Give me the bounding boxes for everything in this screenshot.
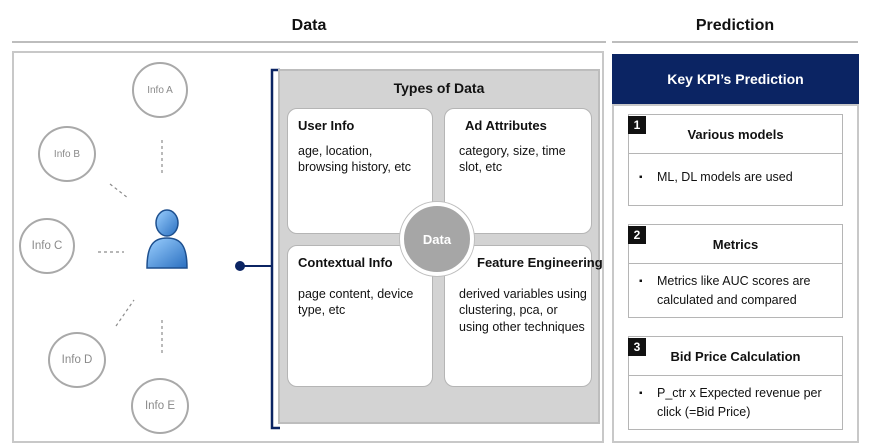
info-d-label: Info D [61,354,93,366]
quadrant-user-info-body: age, location, browsing history, etc [298,143,412,175]
kpi-card-3-title: Bid Price Calculation [629,337,842,376]
kpi-header: Key KPI’s Prediction [612,54,859,104]
connector-info-d [115,299,135,327]
quadrant-contextual-info: Contextual Info page content, device typ… [287,245,433,387]
quadrant-contextual-info-title: Contextual Info [298,255,393,270]
quadrant-feature-engineering-body: derived variables using clustering, pca,… [459,286,587,335]
kpi-card-1-text: ML, DL models are used [657,170,793,184]
info-a-label: Info A [147,84,173,96]
info-b-circle: Info B [38,126,96,182]
bullet-icon: ▪ [639,388,643,399]
types-of-data-title: Types of Data [393,80,485,96]
kpi-card-2-text: Metrics like AUC scores are calculated a… [657,274,811,308]
quadrant-feature-engineering: Feature Engineering derived variables us… [444,245,603,387]
bullet-icon: ▪ [639,276,643,287]
kpi-card-3-text: P_ctr x Expected revenue per click (=Bid… [657,386,822,420]
info-a-circle: Info A [132,62,188,118]
data-center-label: Data [422,231,452,247]
kpi-card-2-number: 2 [628,226,646,244]
kpi-card-various-models: Various models ▪ ML, DL models are used [628,114,843,206]
quadrant-ad-attributes-title: Ad Attributes [465,118,547,133]
connector-info-b [109,183,129,199]
info-c-label: Info C [31,240,63,252]
bullet-icon: ▪ [639,172,643,183]
info-d-circle: Info D [48,332,106,388]
info-e-circle: Info E [131,378,189,434]
quadrant-user-info: User Info age, location, browsing histor… [287,108,433,234]
data-center-circle: Data [400,202,474,276]
quadrant-ad-attributes: Ad Attributes category, size, time slot,… [444,108,592,234]
kpi-card-1-title: Various models [629,115,842,154]
quadrant-ad-attributes-body: category, size, time slot, etc [459,143,566,175]
kpi-card-1-body: ▪ ML, DL models are used [629,154,842,188]
bracket [270,68,280,430]
data-section-divider [12,41,606,43]
quadrant-contextual-info-body: page content, device type, etc [298,286,414,318]
quadrant-feature-engineering-title: Feature Engineering [477,255,603,270]
kpi-header-title: Key KPI’s Prediction [667,71,804,87]
kpi-card-3-body: ▪ P_ctr x Expected revenue per click (=B… [629,376,842,423]
info-b-label: Info B [53,148,81,160]
info-e-label: Info E [144,400,176,412]
info-c-circle: Info C [19,218,75,274]
kpi-card-2-body: ▪ Metrics like AUC scores are calculated… [629,264,842,311]
quadrant-user-info-title: User Info [298,118,355,133]
kpi-card-bid-price: Bid Price Calculation ▪ P_ctr x Expected… [628,336,843,430]
kpi-card-metrics: Metrics ▪ Metrics like AUC scores are ca… [628,224,843,318]
prediction-section-divider [612,41,858,43]
kpi-card-3-number: 3 [628,338,646,356]
bracket-dot [235,261,245,271]
data-section-title: Data [291,17,327,34]
kpi-card-1-number: 1 [628,116,646,134]
user-icon [146,209,188,269]
kpi-card-2-title: Metrics [629,225,842,264]
prediction-section-title: Prediction [695,17,775,34]
